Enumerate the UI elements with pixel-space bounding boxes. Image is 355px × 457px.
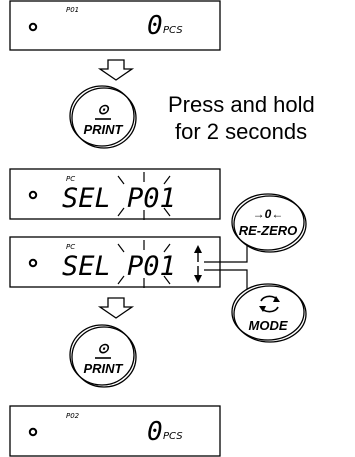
lcd-display-initial: P01 0 PCS	[9, 0, 221, 51]
display-value: 0	[147, 417, 163, 447]
instruction-line-1: Press and hold	[168, 92, 315, 117]
display-value: 0	[147, 11, 163, 41]
display-frame	[9, 236, 221, 288]
print-button[interactable]: ⊙ PRINT	[69, 85, 137, 149]
print-symbol-icon: ⊙	[97, 101, 110, 117]
stable-indicator-icon	[28, 22, 38, 32]
print-button-label: PRINT	[84, 361, 124, 376]
down-arrow-icon	[97, 59, 135, 81]
display-value: SEL P01	[62, 251, 176, 282]
display-unit: PCS	[163, 25, 183, 36]
display-unit: PCS	[163, 431, 183, 442]
print-button-label: PRINT	[84, 122, 124, 137]
display-value: SEL P01	[62, 183, 176, 214]
down-arrow-icon	[97, 297, 135, 319]
print-symbol-icon: ⊙	[97, 340, 110, 356]
print-button[interactable]: ⊙ PRINT	[69, 324, 137, 388]
blink-indicator-icon	[117, 172, 171, 220]
lcd-display-select-change: PC SEL P01	[9, 236, 221, 288]
display-frame	[9, 168, 221, 220]
rezero-symbol-icon: →0←	[253, 207, 284, 221]
display-frame	[9, 0, 221, 51]
lcd-display-result: P02 0 PCS	[9, 405, 221, 457]
stable-indicator-icon	[28, 190, 38, 200]
display-prefix: P01	[66, 6, 79, 14]
lcd-display-select: PC SEL P01	[9, 168, 221, 220]
rezero-button[interactable]: →0← RE-ZERO	[231, 193, 307, 253]
mode-button-label: MODE	[249, 318, 288, 333]
rezero-button-label: RE-ZERO	[239, 223, 298, 238]
mode-button[interactable]: MODE	[231, 283, 307, 343]
display-prefix: PC	[66, 175, 75, 183]
stable-indicator-icon	[28, 427, 38, 437]
stable-indicator-icon	[28, 258, 38, 268]
blink-indicator-icon	[117, 240, 171, 288]
display-frame	[9, 405, 221, 457]
display-prefix: PC	[66, 243, 75, 251]
instruction-line-2: for 2 seconds	[175, 119, 307, 144]
display-prefix: P02	[66, 412, 80, 420]
